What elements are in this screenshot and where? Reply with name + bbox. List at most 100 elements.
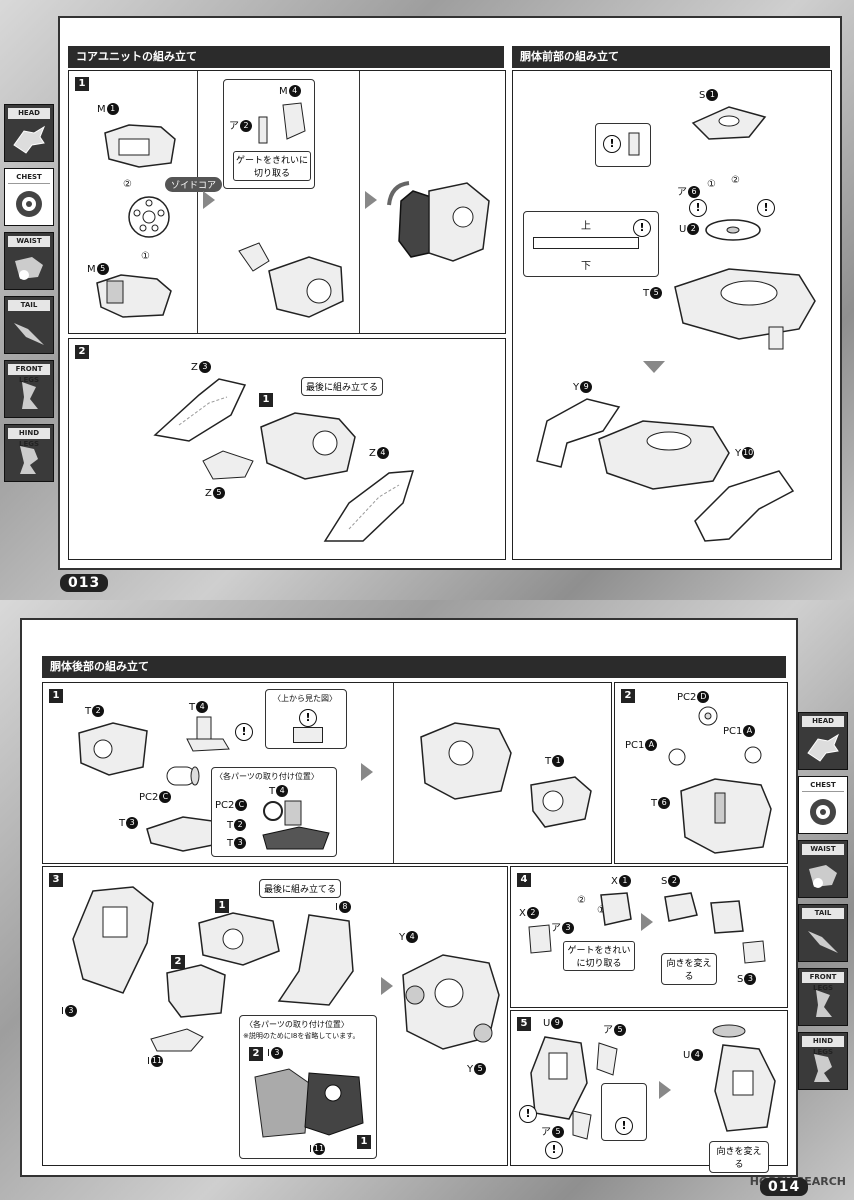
step-arrow [643,361,665,373]
caution-icon: ! [519,1105,537,1123]
zoid-core-badge: ゾイドコア [165,177,223,192]
chest-icon [810,799,836,825]
x1-part [600,892,632,926]
tab-label: FRONT LEGS [8,364,50,384]
a5-top-part [596,1042,618,1076]
section-title-core-unit: コアユニットの組み立て [68,46,504,68]
step-arrow [659,1081,671,1099]
head-icon [807,733,840,762]
section-title-rear-body: 胴体後部の組み立て [42,656,786,678]
step5-assembly [714,1044,776,1132]
caution-icon: ! [235,723,253,741]
y10-frame [694,470,795,542]
core-lower-part [96,274,172,318]
front-legs-icon [22,382,38,409]
u4-part [712,1024,746,1038]
tab-label: CHEST [8,172,50,184]
turn-note: 向きを変える [661,953,717,985]
tab-chest[interactable]: CHEST [798,776,848,834]
t4-part [186,716,230,752]
z5-part [202,450,254,480]
rotated-part [710,900,744,934]
tab-label: WAIST [8,236,50,247]
order-2: ② [123,179,132,190]
tab-hind-legs[interactable]: HIND LEGS [798,1032,848,1090]
orientation-bar [533,237,639,249]
category-tabs: HEAD CHEST WAIST TAIL FRONT LEGS HIND LE… [798,712,852,1096]
hind-legs-icon [20,446,38,474]
tab-head[interactable]: HEAD [4,104,54,162]
category-tabs: HEAD CHEST WAIST TAIL FRONT LEGS HIND LE… [4,104,58,488]
step-number: 1 [49,689,63,703]
front-body-assembly [598,420,730,490]
ref-step-1: 1 [259,393,273,407]
i11-part [150,1028,204,1052]
page-number: 013 [60,574,109,592]
detail-callout [223,79,315,189]
tab-chest[interactable]: CHEST [4,168,54,226]
tab-front-legs[interactable]: FRONT LEGS [4,360,54,418]
tab-label: FRONT LEGS [802,972,844,992]
tab-label: TAIL [802,908,844,919]
tab-label: CHEST [802,780,844,792]
core-unit-assembled [387,181,490,262]
down-label: 下 [581,261,591,272]
step-number: 3 [49,873,63,887]
step-number: 5 [517,1017,531,1031]
pc1a-right-part [744,746,762,764]
a5-bottom-part [572,1110,592,1140]
m4-part [282,102,306,140]
omit-note: ※説明のためにI8を省略しています。 [243,1032,360,1040]
tab-tail[interactable]: TAIL [4,296,54,354]
tab-waist[interactable]: WAIST [798,840,848,898]
tab-head[interactable]: HEAD [798,712,848,770]
rear-body-assembly [420,722,512,800]
tab-front-legs[interactable]: FRONT LEGS [798,968,848,1026]
a2-part [258,116,268,144]
positions-label: 〈各パーツの取り付け位置〉 [245,1020,349,1029]
step-arrow [361,763,373,781]
tab-waist[interactable]: WAIST [4,232,54,290]
turn-note: 向きを変える [709,1141,769,1173]
waist-icon [15,257,43,280]
ref-step-1: 1 [215,899,229,913]
order-1: ① [141,251,150,262]
tab-hind-legs[interactable]: HIND LEGS [4,424,54,482]
z4-plate [323,470,415,542]
order-1: ① [597,905,606,916]
left-frame-part [72,886,154,994]
step-number: 1 [75,77,89,91]
top-view-part [293,727,323,743]
t6-part [680,778,772,854]
tab-tail[interactable]: TAIL [798,904,848,962]
t2-part [78,722,148,776]
pos-ref-1: 1 [357,1135,371,1149]
positions-diagram [262,800,330,850]
step-arrow [381,977,393,995]
